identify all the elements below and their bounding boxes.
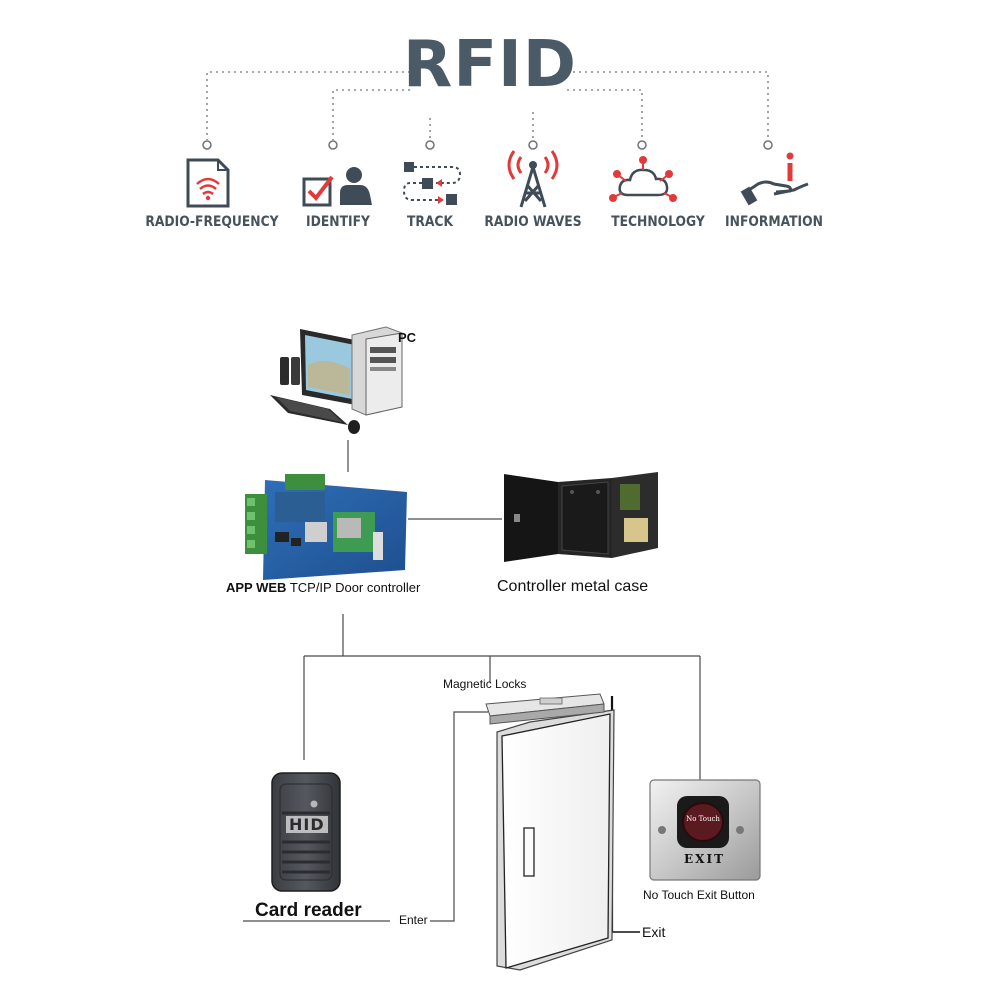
category-label-track: TRACK [406, 214, 454, 230]
controller-metal-case [504, 472, 658, 562]
door-controller-label-bold: APP WEB [226, 580, 287, 595]
category-label-radio-frequency: RADIO-FREQUENCY [145, 214, 279, 230]
category-label-identify: IDENTIFY [306, 214, 370, 230]
door-controller-board [245, 474, 407, 580]
pc-computer [270, 326, 403, 434]
exit-button-plate-text: EXIT [684, 852, 725, 866]
exit-button-label: No Touch Exit Button [643, 888, 755, 902]
connector-dots [202, 140, 773, 150]
exit-label: Exit [642, 924, 666, 940]
enter-label: Enter [399, 913, 428, 927]
cloud-network-icon [609, 156, 677, 202]
metal-case-label: Controller metal case [497, 578, 649, 595]
no-touch-exit-button [649, 779, 761, 881]
door-controller-label: APP WEB TCP/IP Door controller [226, 580, 420, 595]
hid-brand-logo: HID [286, 816, 328, 833]
category-label-technology: TECHNOLOGY [611, 214, 705, 230]
door [496, 709, 615, 971]
door-controller-label-rest: TCP/IP Door controller [286, 580, 421, 595]
category-label-radio-waves: RADIO WAVES [484, 214, 582, 230]
card-reader-label: Card reader [255, 900, 362, 921]
identify-person-icon [302, 167, 372, 207]
radio-tower-icon [507, 150, 559, 208]
track-path-icon [402, 162, 462, 205]
category-label-information: INFORMATION [725, 214, 823, 230]
header-connectors [206, 71, 769, 140]
magnetic-lock [485, 693, 605, 725]
magnetic-locks-label: Magnetic Locks [443, 677, 527, 691]
wiring [243, 440, 701, 922]
pc-label: PC [398, 330, 417, 345]
hand-info-icon [740, 152, 809, 206]
rfid-card-icon [186, 158, 230, 208]
exit-button-face-text: No Touch [686, 815, 720, 823]
rfid-title: RFID [403, 28, 577, 102]
